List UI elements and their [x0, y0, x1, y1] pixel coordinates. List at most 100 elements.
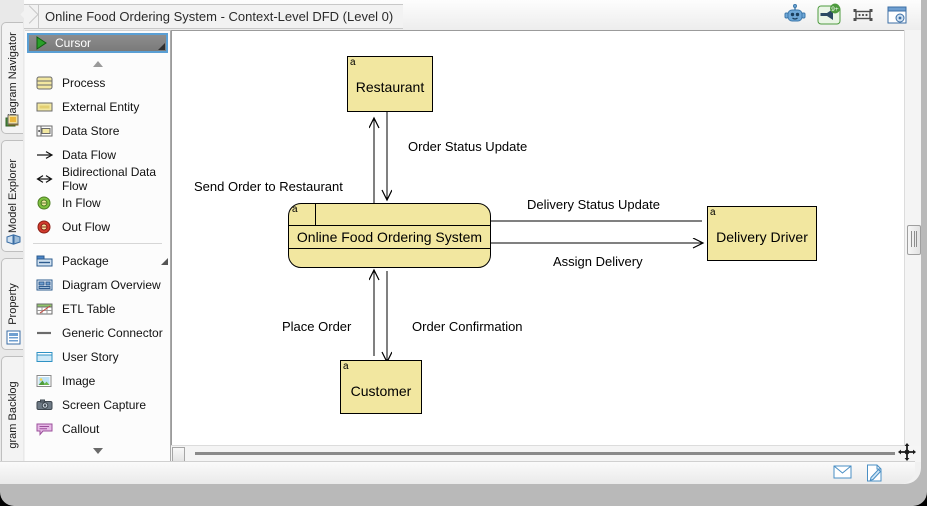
palette-item-cursor[interactable]: Cursor	[27, 33, 168, 53]
palette-item-label: Data Store	[62, 124, 120, 138]
palette-item-process[interactable]: Process	[25, 71, 170, 95]
callout-icon	[35, 421, 55, 437]
announcement-badge-count: 9+	[831, 6, 839, 13]
sidebar-tab-model-explorer[interactable]: Model Explorer	[1, 140, 23, 252]
sidebar-tab-label: Model Explorer	[6, 159, 19, 233]
property-icon	[5, 329, 22, 346]
palette-item-data-store[interactable]: Data Store	[25, 119, 170, 143]
sidebar-tab-label: gram Backlog	[6, 381, 19, 449]
palette-item-label: ETL Table	[62, 302, 116, 316]
canvas-horizontal-scroll-thumb[interactable]	[195, 452, 895, 455]
flow-label-assign-delivery[interactable]: Assign Delivery	[553, 254, 643, 269]
canvas-scroll-left-button[interactable]	[172, 447, 185, 462]
external-entity-icon	[35, 99, 55, 115]
flow-label-order-status-update[interactable]: Order Status Update	[408, 139, 528, 154]
flow-label-delivery-status-update[interactable]: Delivery Status Update	[527, 197, 660, 212]
status-bar-icons	[833, 464, 885, 482]
palette-item-data-flow[interactable]: Data Flow	[25, 143, 170, 167]
palette-item-label: In Flow	[62, 196, 101, 210]
sidebar-tab-diagram-navigator[interactable]: Diagram Navigator	[1, 22, 23, 134]
diagram-node-customer[interactable]: a Customer	[340, 360, 422, 414]
palette-item-screen-capture[interactable]: Screen Capture	[25, 393, 170, 417]
sidebar-tab-diagram-backlog[interactable]: gram Backlog	[1, 356, 23, 474]
diagram-node-restaurant[interactable]: a Restaurant	[347, 56, 433, 112]
out-flow-icon	[35, 219, 55, 235]
palette-item-etl-table[interactable]: ETL Table	[25, 297, 170, 321]
palette-item-label: Data Flow	[62, 148, 117, 162]
palette-item-label: User Story	[62, 350, 119, 364]
canvas-horizontal-scrollbar[interactable]	[171, 445, 905, 462]
pan-tool-icon[interactable]	[897, 442, 917, 462]
palette-item-label: Cursor	[55, 36, 92, 50]
node-label: Restaurant	[355, 79, 425, 95]
palette-scroll-up-icon[interactable]	[25, 57, 170, 71]
palette-item-external-entity[interactable]: External Entity	[25, 95, 170, 119]
palette-expand-corner-icon[interactable]	[161, 257, 168, 265]
node-tag: a	[343, 361, 349, 372]
palette-item-generic-connector[interactable]: Generic Connector	[25, 321, 170, 345]
node-divider	[315, 204, 316, 226]
palette-item-label: External Entity	[62, 100, 140, 114]
sidebar-tab-property[interactable]: Property	[1, 258, 23, 350]
palette-item-label: Out Flow	[62, 220, 111, 234]
palette-item-diagram-overview[interactable]: Diagram Overview	[25, 273, 170, 297]
palette-item-in-flow[interactable]: In Flow	[25, 191, 170, 215]
flow-label-order-confirmation[interactable]: Order Confirmation	[412, 319, 523, 334]
palette-scroll-down-icon[interactable]	[25, 444, 170, 458]
fit-selection-icon[interactable]	[851, 3, 875, 27]
diagram-overview-icon	[35, 277, 55, 293]
user-story-icon	[35, 349, 55, 365]
palette-item-package[interactable]: Package	[25, 249, 170, 273]
palette-item-label: Process	[62, 76, 106, 90]
message-icon[interactable]	[833, 464, 852, 481]
model-explorer-icon	[5, 231, 22, 248]
window-content: Diagram Navigator Model Explorer Prope	[0, 0, 921, 484]
palette-item-callout[interactable]: Callout	[25, 417, 170, 441]
bidirectional-data-flow-icon	[35, 171, 55, 187]
palette-item-out-flow[interactable]: Out Flow	[25, 215, 170, 239]
node-label: Online Food Ordering System	[289, 225, 490, 249]
palette-item-label: Callout	[62, 422, 100, 436]
palette-item-user-story[interactable]: User Story	[25, 345, 170, 369]
diagram-navigator-icon	[5, 113, 22, 130]
screen-capture-icon	[35, 397, 55, 413]
canvas-vertical-scrollbar[interactable]	[904, 30, 921, 446]
status-bar	[0, 461, 915, 484]
package-icon	[35, 253, 55, 269]
ai-assistant-icon[interactable]	[783, 3, 807, 27]
toolbar-icons: 9+	[783, 2, 909, 28]
node-tag: a	[350, 57, 356, 68]
in-flow-icon	[35, 195, 55, 211]
canvas-vertical-scroll-thumb[interactable]	[907, 225, 921, 255]
palette-item-label: Bidirectional Data Flow	[62, 165, 157, 193]
process-icon	[35, 75, 55, 91]
palette-separator	[33, 243, 162, 244]
node-label: Delivery Driver	[716, 229, 808, 245]
image-icon	[35, 373, 55, 389]
node-tag: a	[710, 207, 716, 218]
announcement-icon[interactable]: 9+	[817, 3, 841, 27]
palette-item-label: Image	[62, 374, 96, 388]
sidebar-tab-label: Diagram Navigator	[6, 32, 19, 124]
diagram-node-delivery-driver[interactable]: a Delivery Driver	[707, 206, 817, 261]
diagram-palette: Cursor Process	[25, 30, 171, 462]
cursor-icon	[34, 36, 49, 50]
notes-icon[interactable]	[866, 464, 885, 482]
data-flow-icon	[35, 147, 55, 163]
generic-connector-icon	[35, 325, 55, 341]
palette-item-image[interactable]: Image	[25, 369, 170, 393]
etl-table-icon	[35, 301, 55, 317]
node-tag: a	[292, 204, 298, 215]
title-bar: Online Food Ordering System - Context-Le…	[24, 0, 921, 30]
diagram-canvas[interactable]: a Restaurant a Delivery Driver a Custome…	[171, 30, 905, 446]
flow-label-place-order[interactable]: Place Order	[282, 319, 352, 334]
palette-item-label: Screen Capture	[62, 398, 147, 412]
palette-expand-corner-icon[interactable]	[158, 43, 165, 50]
diagram-settings-icon[interactable]	[885, 3, 909, 27]
breadcrumb[interactable]: Online Food Ordering System - Context-Le…	[32, 4, 404, 29]
flow-label-send-order-to-restaurant[interactable]: Send Order to Restaurant	[194, 179, 343, 194]
diagram-node-process[interactable]: a Online Food Ordering System	[288, 203, 491, 268]
palette-item-bidirectional-data-flow[interactable]: Bidirectional Data Flow	[25, 165, 170, 193]
sidebar-tab-label: Property	[6, 283, 19, 325]
